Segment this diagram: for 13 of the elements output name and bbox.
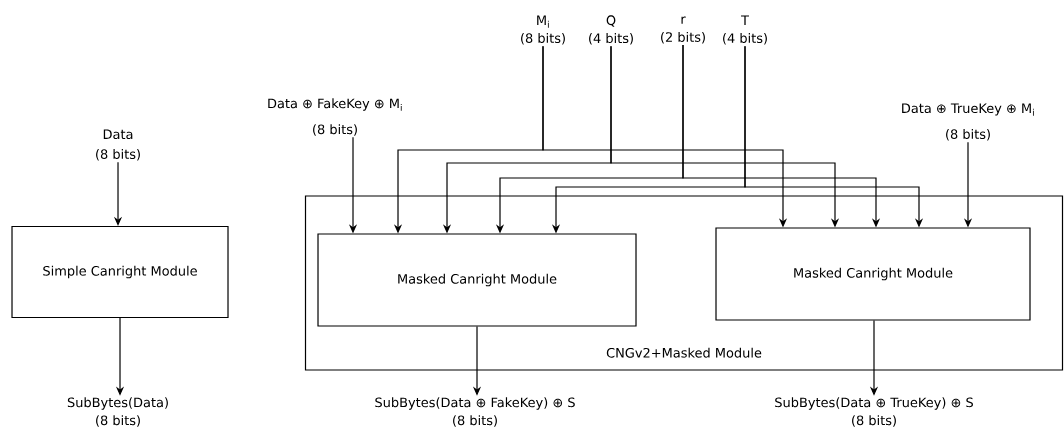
module-box: Simple Canright Module: [11, 225, 229, 319]
module-box: Masked Canright Module: [715, 227, 1031, 321]
input-label: M$_{i}$ (8 bits): [521, 15, 565, 45]
input-label: Data ⊕ FakeKey ⊕ M$_{i}$ (8 bits): [268, 98, 402, 136]
input-label: Data ⊕ TrueKey ⊕ M$_{i}$ (8 bits): [902, 103, 1034, 141]
input-label: SubBytes(Data ⊕ TrueKey) ⊕ S (8 bits): [775, 397, 973, 427]
input-label: SubBytes(Data) (8 bits): [67, 397, 168, 427]
input-label: Q (4 bits): [589, 15, 633, 45]
input-label: r (2 bits): [661, 16, 705, 44]
module-box: Masked Canright Module: [317, 233, 637, 327]
input-label: SubBytes(Data ⊕ FakeKey) ⊕ S (8 bits): [375, 397, 575, 427]
input-label: Data (8 bits): [96, 129, 140, 161]
input-label: T (4 bits): [723, 15, 767, 45]
